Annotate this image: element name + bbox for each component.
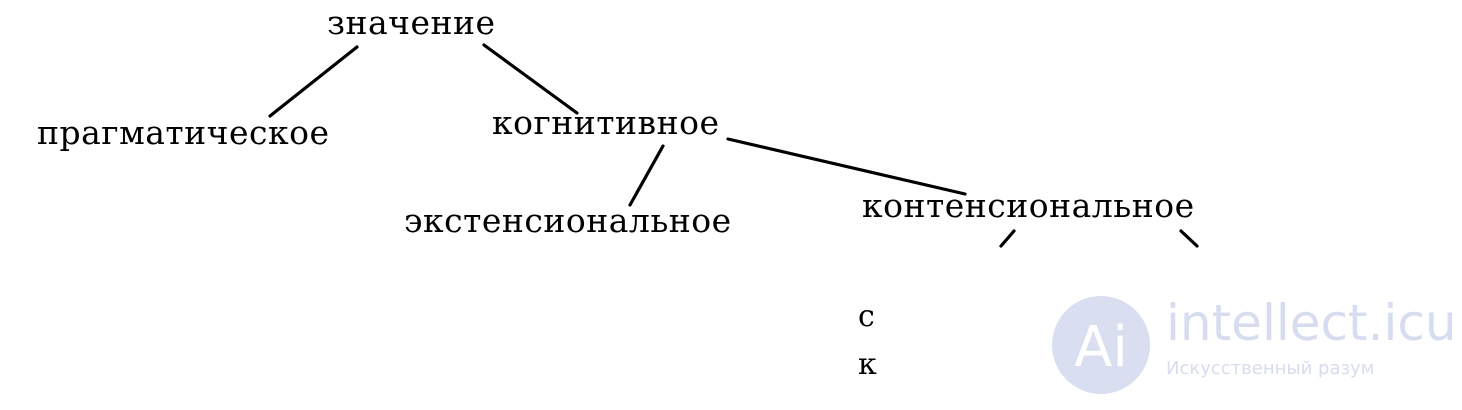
watermark-logo-glyph: Ai <box>1074 315 1128 380</box>
watermark-logo-icon: Ai <box>1052 296 1150 394</box>
node-leaf-k: к <box>858 347 878 382</box>
node-root: значение <box>327 3 496 42</box>
node-leaf-c: с <box>858 299 876 334</box>
node-pragmatic: прагматическое <box>37 113 330 152</box>
node-extensional: экстенсиональное <box>404 201 732 240</box>
node-cognitive: когнитивное <box>492 103 720 142</box>
edge-root-pragmatic <box>268 45 359 118</box>
edge-contensional-right-stub <box>1179 229 1199 248</box>
edge-root-cognitive <box>482 43 579 115</box>
node-contensional: контенсиональное <box>862 186 1195 225</box>
watermark-title: intellect.icu <box>1166 294 1457 352</box>
edge-contensional-left-stub <box>999 229 1016 248</box>
watermark-subtitle: Искусственный разум <box>1166 358 1375 379</box>
watermark-logo-letters: Ai <box>1074 315 1128 380</box>
edge-cognitive-extensional <box>628 144 665 207</box>
edge-cognitive-contensional <box>726 137 967 196</box>
